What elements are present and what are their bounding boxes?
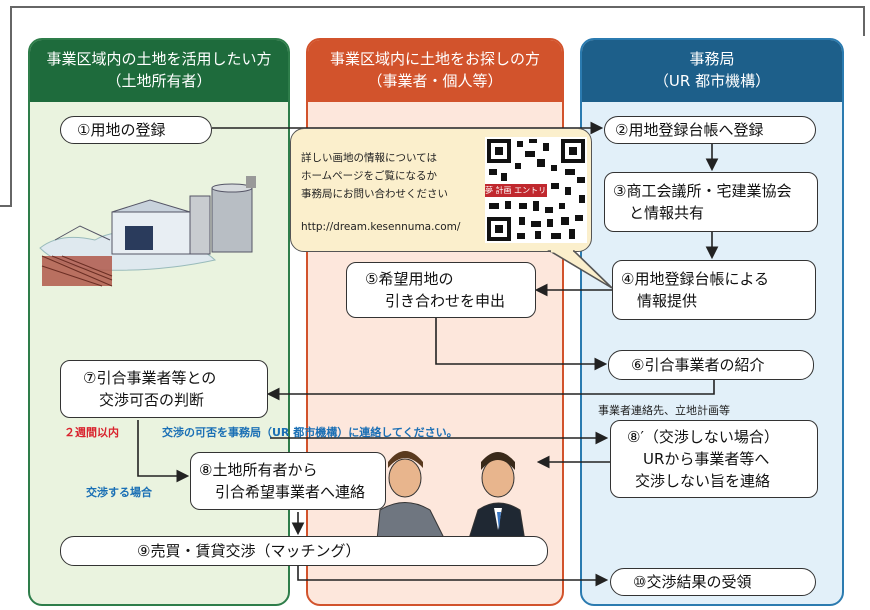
negotiate-case-note: 交渉する場合: [86, 486, 152, 499]
callout-line-3: 事務局にお問い合わせください: [301, 188, 448, 200]
callout-line-1: 詳しい画地の情報については: [301, 152, 437, 164]
step-8-prime-label-line2: URから事業者等へ: [643, 450, 770, 468]
step-9-sale-lease-negotiation: ⑨売買・賃貸交渉（マッチング）: [60, 536, 548, 566]
step-2-register-ledger: ②用地登録台帳へ登録: [604, 116, 816, 144]
step-10-receive-results: ⑩交渉結果の受領: [610, 568, 816, 596]
seeker-column-subtitle: （事業者・個人等）: [367, 72, 503, 90]
callout-line-2: ホームページをご覧になるか: [301, 170, 437, 182]
step-8-label-line2: 引合希望事業者へ連絡: [215, 483, 366, 501]
owner-column-subtitle: （土地所有者）: [106, 72, 212, 90]
office-column-title: 事務局: [689, 50, 735, 68]
step-4-label-line1: ④用地登録台帳による: [621, 270, 769, 288]
seeker-column-title: 事業区域内に土地をお探しの方: [329, 50, 540, 68]
step-8-label-line1: ⑧土地所有者から: [199, 461, 318, 479]
step-7-label-line1: ⑦引合事業者等との: [83, 369, 217, 387]
two-weeks-note: ２週間以内: [64, 426, 119, 439]
step-4-info-provision: ④用地登録台帳による 情報提供: [612, 260, 816, 320]
step-5-label-line1: ⑤希望用地の: [365, 270, 454, 288]
qr-badge: 夢 計画 エントリー: [485, 184, 555, 197]
step-9-label: ⑨売買・賃貸交渉（マッチング）: [137, 542, 361, 560]
qr-code[interactable]: 夢 計画 エントリー: [485, 137, 587, 243]
frame-left-line: [10, 6, 12, 206]
factory-illustration: [39, 176, 256, 287]
owner-column-header: 事業区域内の土地を活用したい方 （土地所有者）: [30, 40, 288, 102]
step-5-label-line2: 引き合わせを申出: [385, 292, 506, 310]
step-2-label: ②用地登録台帳へ登録: [615, 121, 764, 139]
step-7-negotiation-decision: ⑦引合事業者等との 交渉可否の判断: [60, 360, 268, 418]
step-10-label: ⑩交渉結果の受領: [633, 573, 752, 591]
seeker-column-header: 事業区域内に土地をお探しの方 （事業者・個人等）: [308, 40, 562, 102]
contact-info-note: 事業者連絡先、立地計画等: [598, 404, 730, 417]
report-to-office-note: 交渉の可否を事務局（UR 都市機構）に連絡してください。: [162, 426, 458, 439]
step-3-info-sharing: ③商工会議所・宅建業協会 と情報共有: [604, 172, 818, 232]
frame-top-line: [10, 6, 865, 8]
callout-url[interactable]: http://dream.kesennuma.com/: [301, 221, 461, 233]
step-8-prime-no-negotiation: ⑧′（交渉しない場合） URから事業者等へ 交渉しない旨を連絡: [610, 420, 818, 498]
frame-bottom-stub: [0, 205, 12, 207]
step-1-label: ①用地の登録: [77, 121, 166, 139]
step-6-introduce-business: ⑥引合事業者の紹介: [608, 350, 814, 380]
step-6-label: ⑥引合事業者の紹介: [631, 356, 765, 374]
step-8-prime-label-line3: 交渉しない旨を連絡: [635, 472, 771, 490]
office-column-header: 事務局 （UR 都市機構）: [582, 40, 842, 102]
frame-right-line: [863, 6, 865, 36]
step-7-label-line2: 交渉可否の判断: [99, 391, 205, 409]
step-8-prime-label-line1: ⑧′（交渉しない場合）: [627, 428, 779, 446]
owner-column-title: 事業区域内の土地を活用したい方: [46, 50, 272, 68]
callout-text: 詳しい画地の情報については ホームページをご覧になるか 事務局にお問い合わせくだ…: [301, 149, 448, 203]
step-4-label-line2: 情報提供: [637, 292, 698, 310]
office-column-subtitle: （UR 都市機構）: [653, 72, 771, 90]
step-5-request-matching: ⑤希望用地の 引き合わせを申出: [346, 262, 536, 318]
step-1-land-registration: ①用地の登録: [60, 116, 212, 144]
step-8-owner-contacts-business: ⑧土地所有者から 引合希望事業者へ連絡: [190, 452, 386, 510]
step-3-label-line2: と情報共有: [629, 204, 705, 222]
website-info-callout: 詳しい画地の情報については ホームページをご覧になるか 事務局にお問い合わせくだ…: [290, 128, 592, 252]
step-3-label-line1: ③商工会議所・宅建業協会: [613, 182, 792, 200]
